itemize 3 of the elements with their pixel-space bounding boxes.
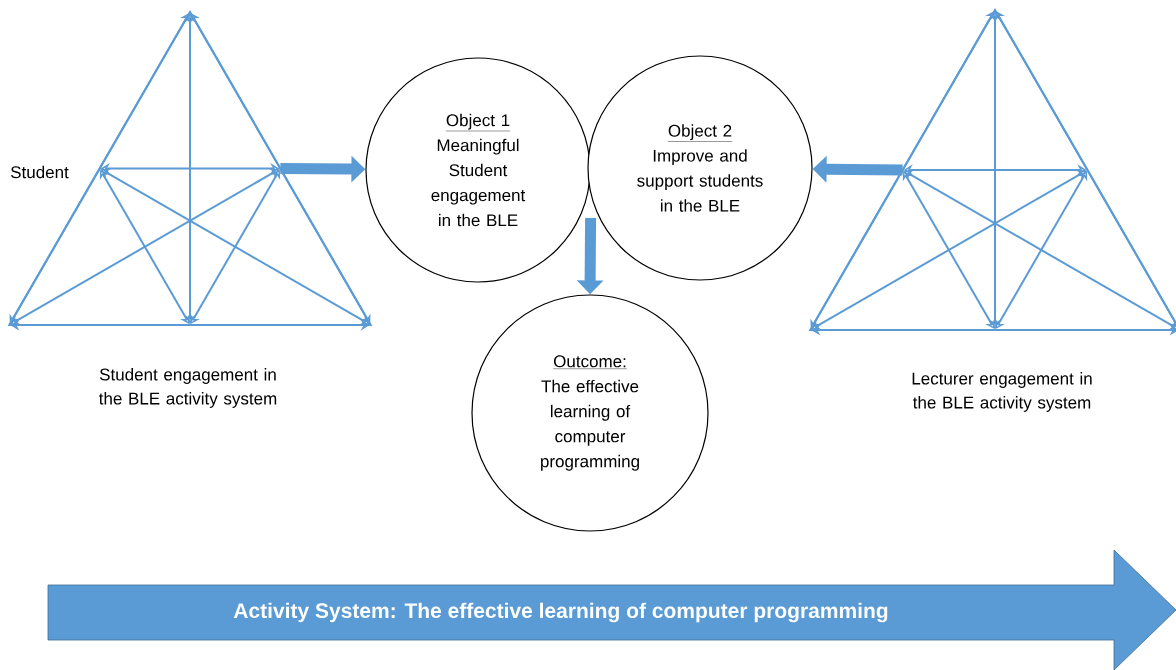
node-label: Student engagement in the BLE activity system (98, 368, 277, 408)
vertex-label: Student (10, 165, 69, 179)
node-label: Lecturer engagement in the BLE activity system (912, 372, 1092, 412)
